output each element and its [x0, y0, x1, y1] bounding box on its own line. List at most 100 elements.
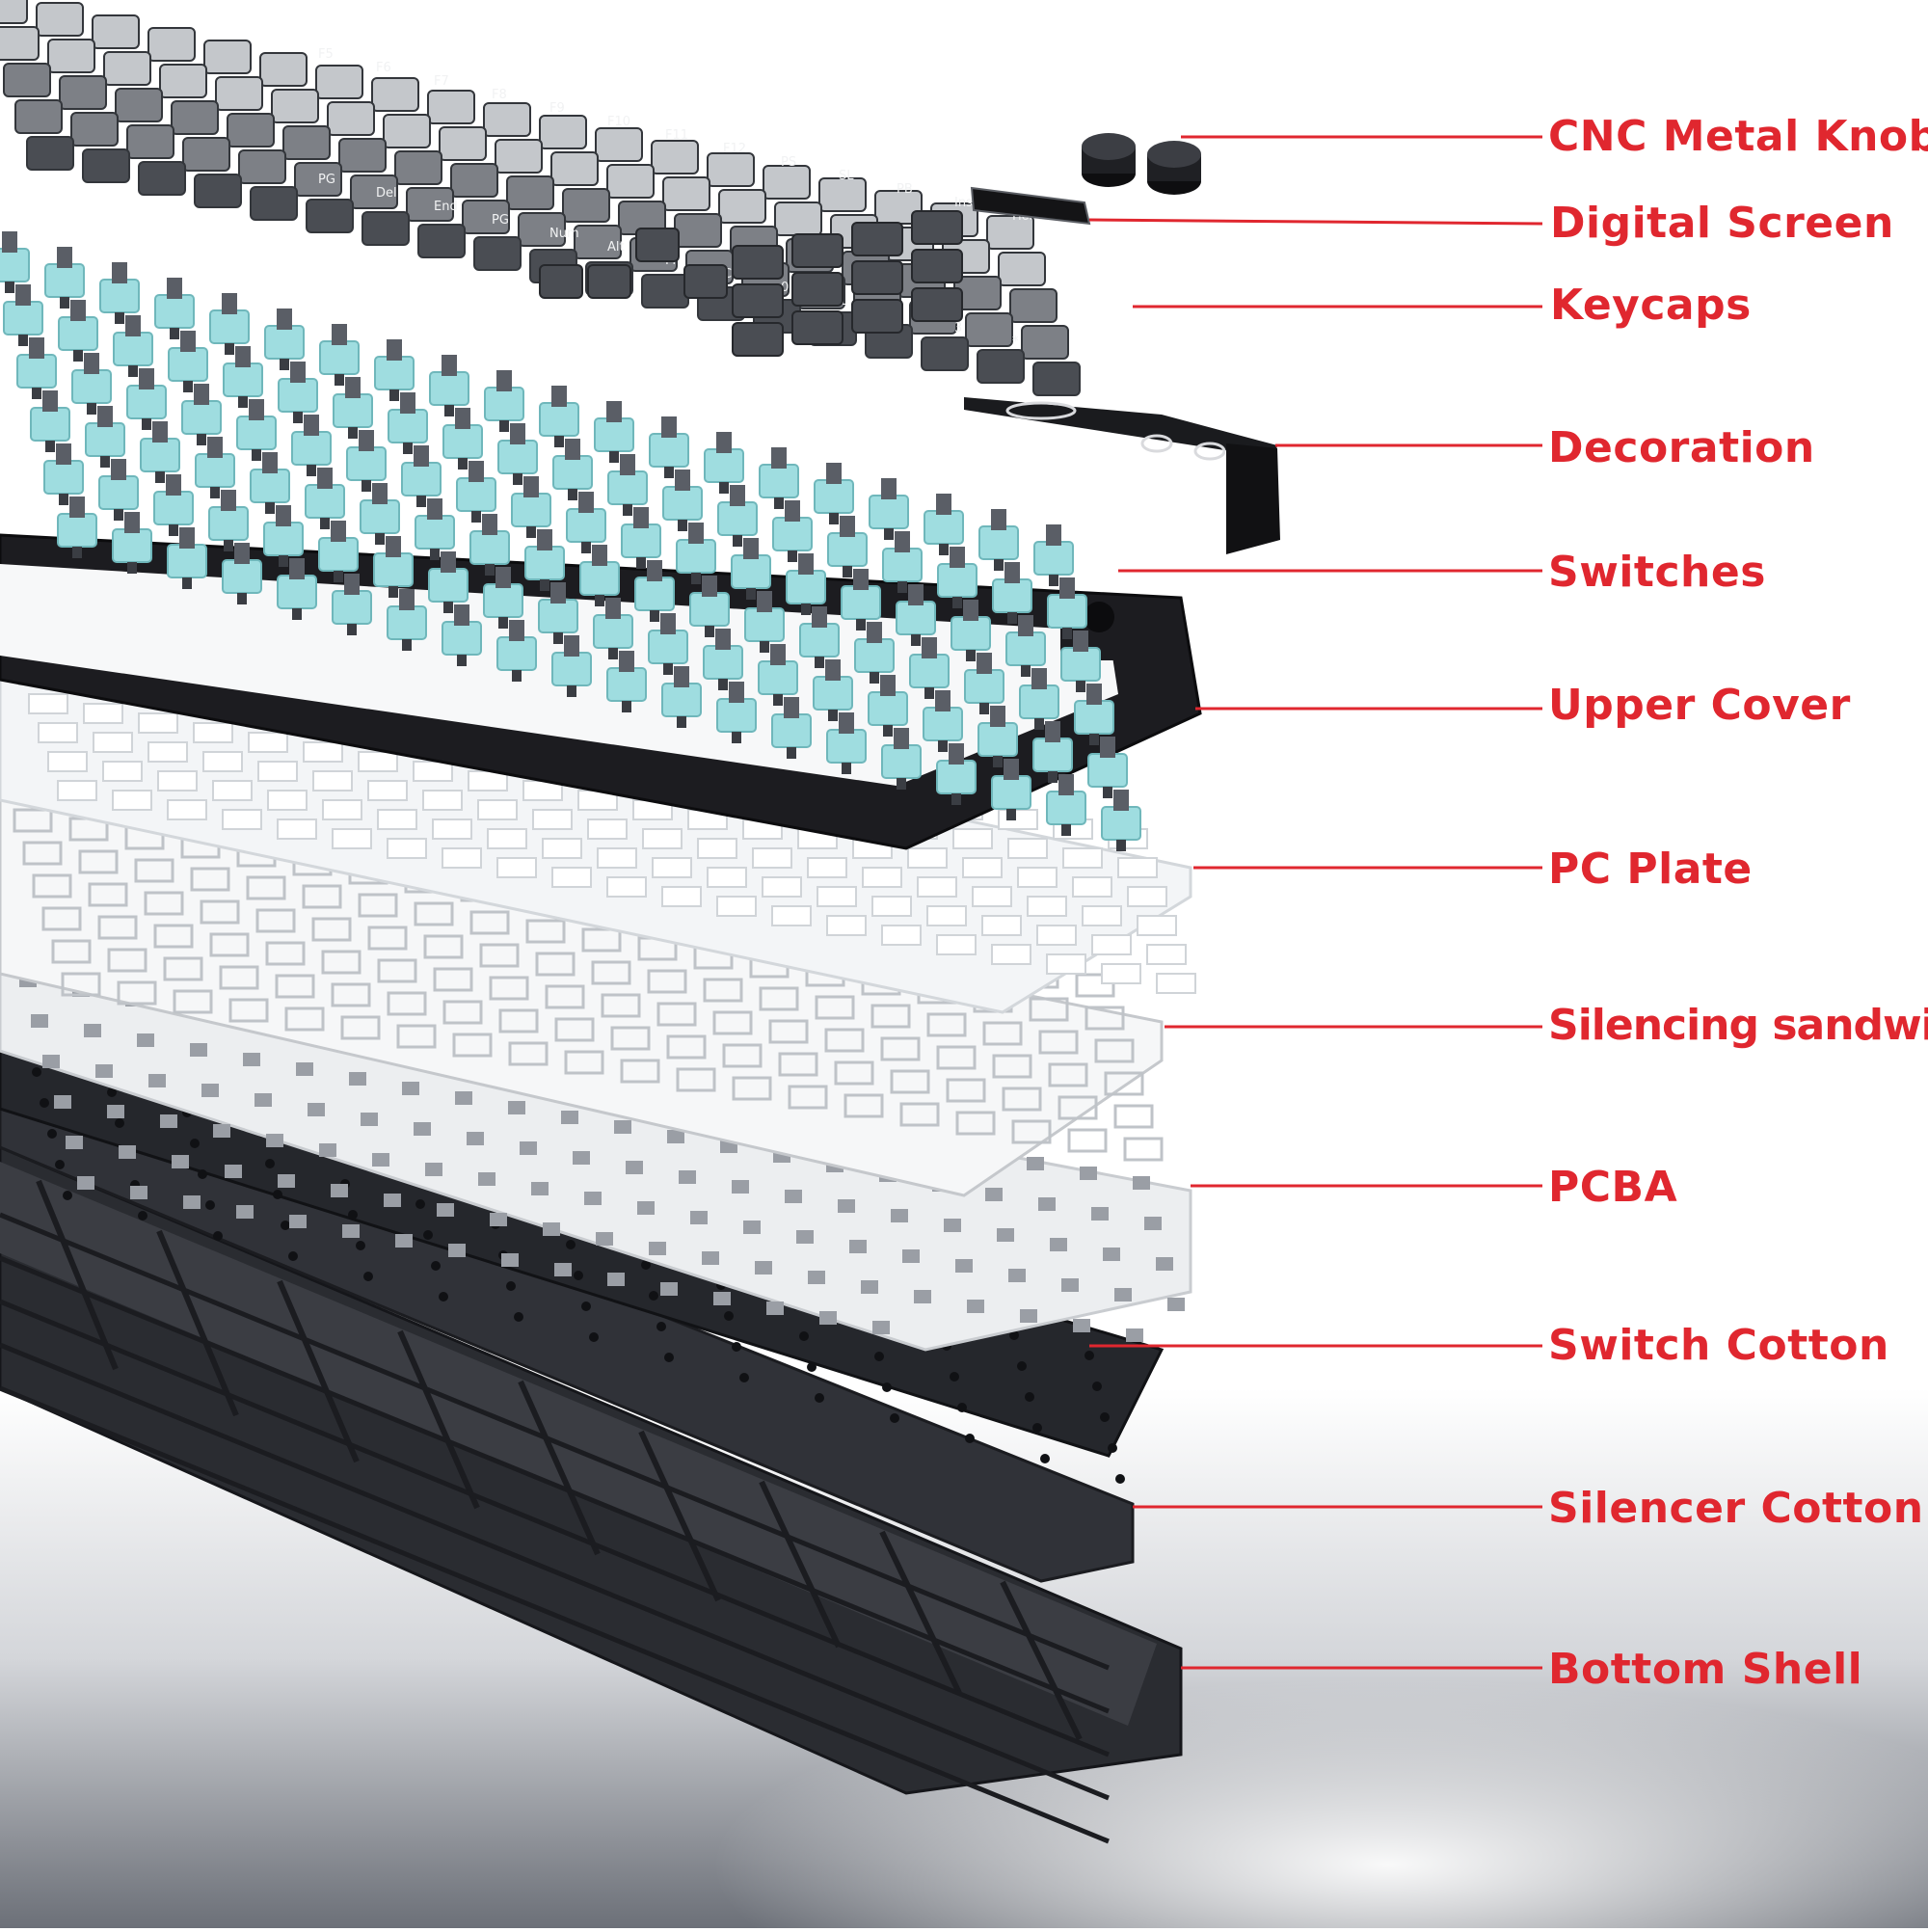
- switch-pin: [1103, 787, 1112, 798]
- switch-pin: [829, 513, 839, 524]
- switch-stem: [84, 353, 99, 374]
- label-switch-cotton: Switch Cotton: [1548, 1321, 1889, 1370]
- sandwich-cutout: [834, 1060, 874, 1086]
- switch-pin: [911, 634, 921, 646]
- keycap: [47, 39, 95, 73]
- pcba-socket: [891, 1209, 908, 1222]
- sandwich-cutout: [489, 976, 529, 1001]
- sandwich-cutout: [815, 995, 855, 1020]
- switch-housing: [374, 356, 415, 390]
- sandwich-cutout: [479, 943, 520, 968]
- switch-pin: [265, 502, 275, 514]
- switch-housing: [305, 484, 345, 519]
- switch-stem: [729, 682, 744, 703]
- switch-pin: [595, 595, 604, 606]
- switch-housing: [346, 446, 387, 481]
- keycap: [259, 52, 308, 87]
- pc-plate-cutout: [661, 886, 702, 907]
- sandwich-cutout: [423, 934, 464, 959]
- keycap: [138, 161, 186, 196]
- switch-stem: [180, 331, 196, 352]
- switch-cotton-hole: [32, 1067, 41, 1077]
- switch-stem: [1018, 615, 1033, 636]
- pcba-socket: [1061, 1278, 1079, 1292]
- pc-plate-cutout: [606, 876, 647, 898]
- switch-stem: [565, 439, 580, 460]
- switch-pin: [924, 687, 934, 699]
- switch-housing: [648, 630, 688, 664]
- pcba-socket: [183, 1195, 201, 1209]
- pcba-socket: [308, 1103, 325, 1116]
- switch-housing: [634, 577, 675, 611]
- sandwich-cutout: [1067, 1128, 1108, 1153]
- switch-housing: [759, 464, 799, 498]
- keycap: [36, 2, 84, 37]
- sandwich-cutout: [647, 969, 687, 994]
- switch-housing: [703, 645, 743, 680]
- switch-stem: [620, 454, 635, 475]
- switch-pin: [774, 497, 784, 509]
- keycap-legend: Ins: [954, 196, 973, 210]
- sandwich-cutout: [311, 917, 352, 942]
- pcba-socket: [1133, 1176, 1150, 1190]
- switch-stem: [166, 474, 181, 496]
- leader-line-digital-screen: [1088, 218, 1543, 226]
- switch-pin: [307, 465, 316, 476]
- pcba-socket: [54, 1095, 71, 1109]
- switch-cotton-hole: [1100, 1412, 1110, 1422]
- sandwich-cutout: [51, 939, 92, 964]
- keycap: [774, 201, 822, 236]
- pc-plate-cutout: [248, 732, 288, 753]
- label-pc-plate: PC Plate: [1548, 845, 1753, 894]
- switch-housing: [469, 530, 510, 565]
- switch-cotton-hole: [265, 1159, 275, 1168]
- pcba-socket: [160, 1114, 177, 1128]
- switch-housing: [827, 532, 868, 567]
- keycap: [427, 90, 475, 124]
- numpad-keycap: [791, 272, 844, 307]
- switch-stem: [427, 498, 442, 520]
- pcba-socket: [225, 1165, 242, 1178]
- pc-plate-cutout: [47, 751, 88, 772]
- switch-stem: [29, 337, 44, 359]
- pcba-socket: [201, 1084, 219, 1097]
- switch-housing: [538, 599, 578, 633]
- switch-housing: [44, 263, 85, 298]
- switch-stem: [936, 494, 951, 515]
- switch-housing: [1032, 738, 1073, 772]
- pcba-socket: [808, 1271, 825, 1284]
- switch-stem: [125, 315, 141, 336]
- keycap-legend: PB: [897, 182, 913, 197]
- switch-pin: [1061, 824, 1071, 836]
- switch-stem: [386, 536, 401, 557]
- switch-pin: [567, 685, 576, 697]
- switch-pin: [732, 732, 741, 743]
- switch-housing: [854, 638, 895, 673]
- switch-cotton-hole: [1108, 1443, 1117, 1453]
- switch-pin: [1006, 809, 1016, 820]
- sandwich-cutout: [554, 1017, 595, 1042]
- switch-cotton-hole: [724, 1311, 734, 1321]
- switch-housing: [1033, 541, 1074, 576]
- numpad-keycap: [732, 322, 784, 357]
- switch-cotton-hole: [957, 1403, 967, 1412]
- switch-pin: [471, 511, 481, 523]
- switch-housing: [607, 470, 648, 505]
- pcba-socket: [667, 1130, 684, 1143]
- pc-plate-cutout: [138, 712, 178, 734]
- sandwich-cutout: [1084, 1006, 1125, 1031]
- pc-plate-cutout: [881, 925, 922, 946]
- pcba-socket: [289, 1215, 307, 1228]
- pc-plate-cutout: [387, 838, 427, 859]
- switch-pin: [335, 374, 344, 386]
- pcba-socket: [467, 1132, 484, 1145]
- switch-housing: [154, 294, 195, 329]
- sandwich-cutout: [610, 1026, 651, 1051]
- switch-housing: [497, 440, 538, 474]
- pcba-socket: [266, 1134, 283, 1147]
- sandwich-cutout: [712, 1010, 753, 1035]
- pcba-socket: [1050, 1238, 1067, 1251]
- keycap: [483, 102, 531, 137]
- switch-housing: [661, 683, 702, 717]
- switch-cotton-hole: [965, 1434, 975, 1443]
